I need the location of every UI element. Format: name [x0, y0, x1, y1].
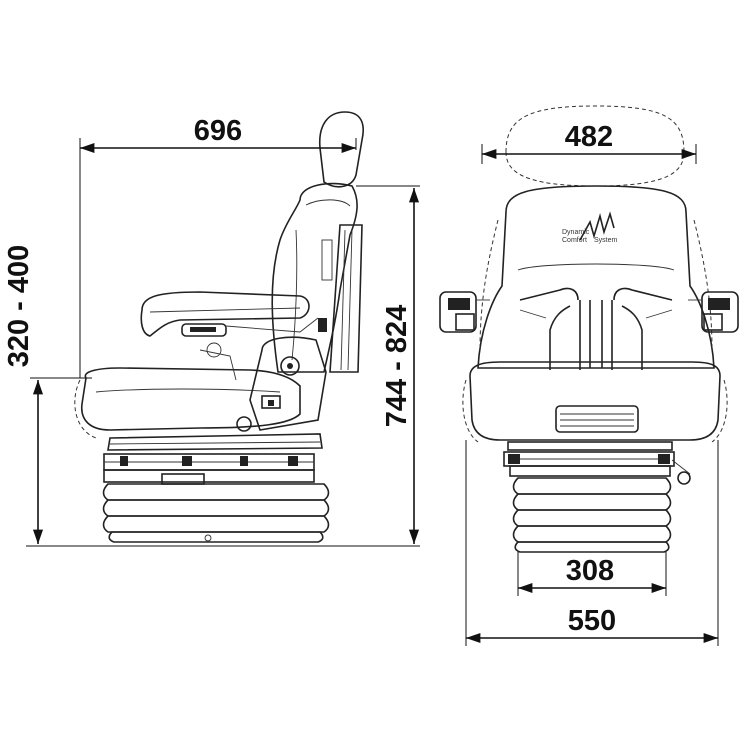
front-headrest: [505, 105, 685, 187]
side-backrest: [271, 182, 358, 373]
logo-line-3: System: [594, 237, 618, 244]
front-armrests: [439, 291, 739, 333]
logo-line-2: Comfort: [562, 237, 587, 244]
dim-total-height: 744 - 824: [356, 185, 420, 544]
label-seat-height: 320 - 400: [3, 245, 35, 368]
dim-suspension-width: 308: [517, 552, 667, 596]
side-bellows: [102, 483, 330, 543]
dim-side-depth: 696: [79, 115, 357, 378]
side-recline-bracket: [249, 336, 327, 431]
dim-seat-height: 320 - 400: [3, 245, 420, 547]
dim-backrest-width: 482: [481, 121, 697, 164]
logo: Dynamic Comfort System: [562, 211, 618, 244]
front-handle: [555, 405, 639, 433]
label-suspension-width: 308: [566, 555, 614, 587]
side-back-frame: [329, 224, 363, 373]
front-cushion: [469, 361, 721, 441]
side-cushion: [81, 367, 301, 431]
side-headrest: [319, 111, 364, 188]
logo-line-1: Dynamic: [562, 229, 590, 236]
side-view: [74, 111, 364, 543]
side-armrest: [140, 291, 310, 337]
label-backrest-width: 482: [565, 121, 613, 153]
front-backrest-pattern: [519, 287, 673, 370]
front-bellows: [512, 477, 672, 553]
dim-total-width: 550: [465, 440, 719, 646]
front-rails: [503, 441, 691, 485]
front-backrest: [477, 185, 715, 369]
front-view: Dynamic Comfort System: [439, 105, 739, 553]
label-total-width: 550: [568, 605, 616, 637]
label-total-height: 744 - 824: [381, 305, 413, 428]
side-rails: [103, 453, 315, 485]
label-side-depth: 696: [194, 115, 242, 147]
